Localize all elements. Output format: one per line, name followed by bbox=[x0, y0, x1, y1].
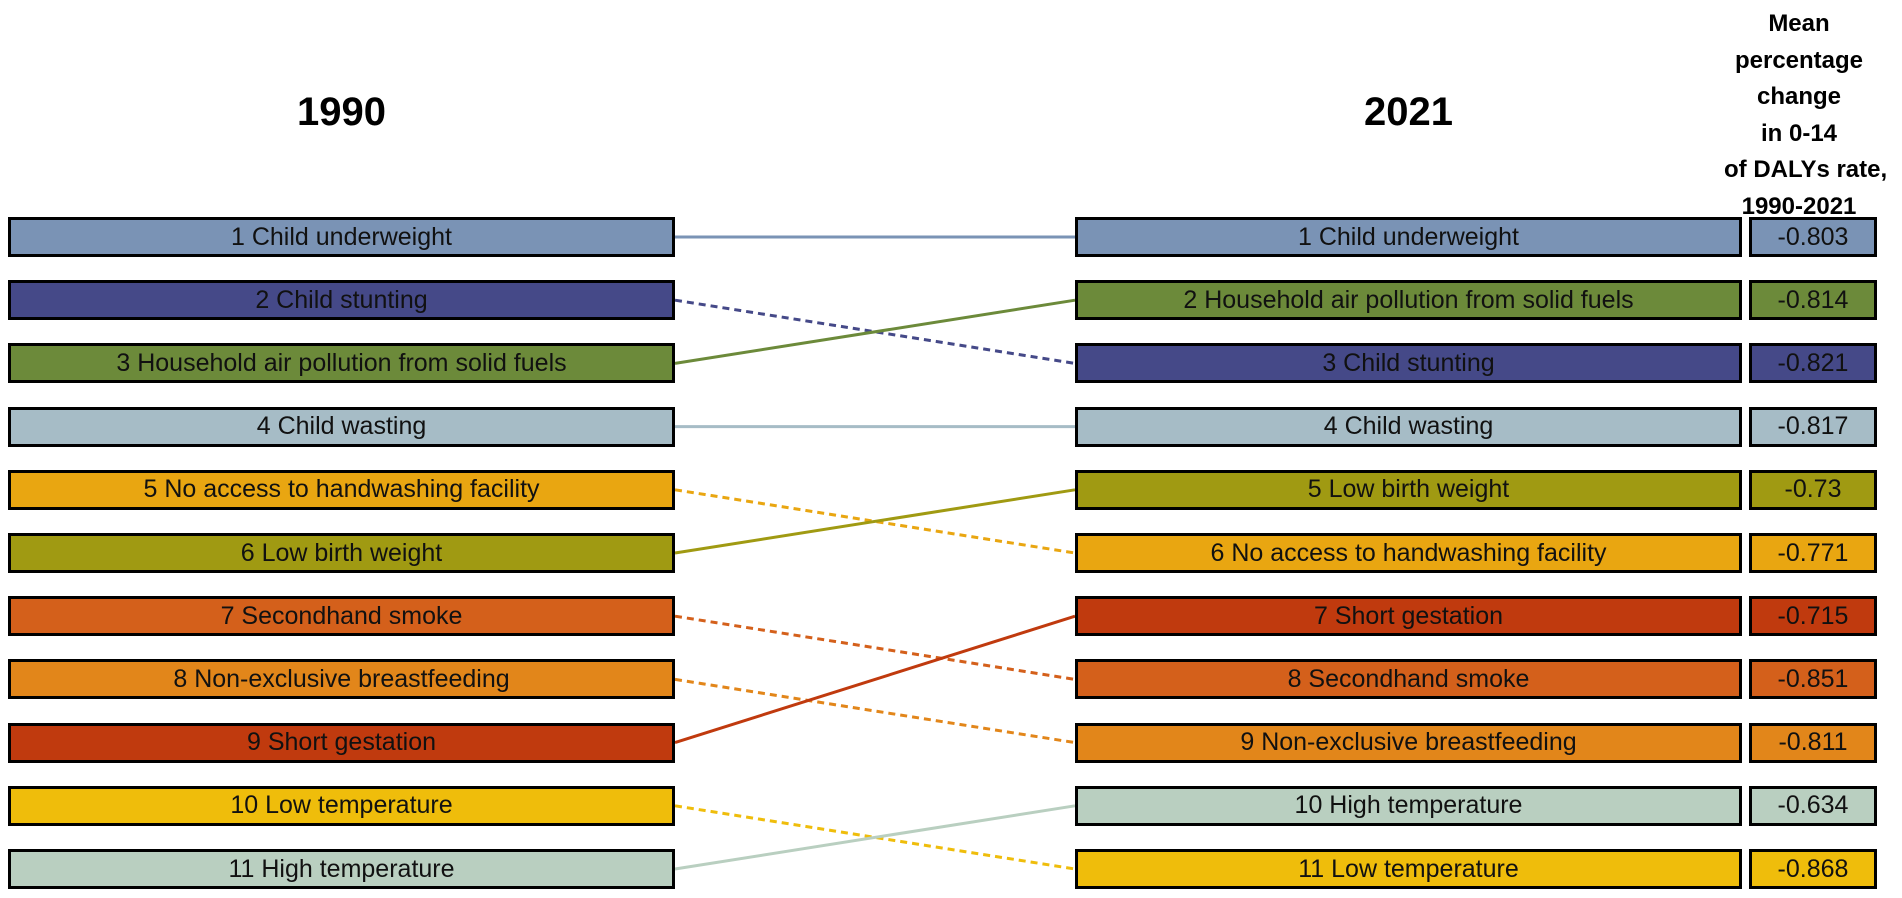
rank-1990-box-label: 1 Child underweight bbox=[231, 222, 452, 251]
rank-2021-box-label: 11 Low temperature bbox=[1298, 854, 1519, 883]
rank-1990-box: 9 Short gestation bbox=[8, 722, 675, 763]
change-column-header: Mean percentage change in 0-14 of DALYs … bbox=[1724, 6, 1888, 225]
change-value-box-label: -0.821 bbox=[1777, 348, 1849, 377]
rank-1990-box-label: 2 Child stunting bbox=[255, 285, 428, 314]
rank-2021-box: 6 No access to handwashing facility bbox=[1075, 533, 1742, 573]
change-value-box: -0.73 bbox=[1749, 469, 1877, 510]
rank-1990-box: 4 Child wasting bbox=[8, 406, 675, 447]
rank-2021-box: 3 Child stunting bbox=[1075, 343, 1742, 384]
rank-1990-box-label: 4 Child wasting bbox=[256, 412, 427, 441]
rank-2021-box: 7 Short gestation bbox=[1075, 596, 1742, 637]
rank-1990-box: 3 Household air pollution from solid fue… bbox=[8, 343, 675, 384]
rank-2021-box: 1 Child underweight bbox=[1075, 217, 1742, 257]
rank-1990-box-label: 9 Short gestation bbox=[246, 728, 436, 757]
change-value-box: -0.868 bbox=[1749, 849, 1877, 889]
rank-2021-box-label: 2 Household air pollution from solid fue… bbox=[1183, 285, 1634, 314]
change-value-box: -0.821 bbox=[1749, 343, 1877, 384]
rank-2021-box: 11 Low temperature bbox=[1075, 849, 1742, 889]
rank-connector-line bbox=[674, 614, 1076, 681]
change-value-box-label: -0.803 bbox=[1777, 222, 1849, 251]
rank-1990-box-label: 8 Non-exclusive breastfeeding bbox=[173, 664, 510, 693]
rank-2021-box: 4 Child wasting bbox=[1075, 406, 1742, 447]
rank-1990-box-label: 11 High temperature bbox=[228, 854, 455, 883]
change-value-box: -0.814 bbox=[1749, 280, 1877, 321]
rank-connector-line bbox=[674, 804, 1076, 871]
change-value-box: -0.715 bbox=[1749, 596, 1877, 637]
change-value-box: -0.817 bbox=[1749, 406, 1877, 447]
change-value-box-label: -0.817 bbox=[1777, 412, 1849, 441]
rank-2021-box: 9 Non-exclusive breastfeeding bbox=[1075, 722, 1742, 763]
rank-connector-line bbox=[674, 488, 1076, 555]
rank-2021-box-label: 1 Child underweight bbox=[1298, 222, 1519, 251]
rank-2021-box-label: 9 Non-exclusive breastfeeding bbox=[1240, 728, 1577, 757]
change-value-box: -0.811 bbox=[1749, 722, 1877, 763]
change-value-box: -0.771 bbox=[1749, 533, 1877, 573]
change-value-box-label: -0.868 bbox=[1777, 854, 1849, 883]
rank-2021-box: 10 High temperature bbox=[1075, 785, 1742, 826]
change-value-box-label: -0.814 bbox=[1777, 285, 1849, 314]
change-value-box: -0.634 bbox=[1749, 785, 1877, 826]
change-header-line: Mean bbox=[1768, 10, 1830, 37]
rank-2021-box-label: 5 Low birth weight bbox=[1307, 475, 1510, 504]
change-value-box-label: -0.715 bbox=[1777, 601, 1849, 630]
change-header-line: of DALYs rate, bbox=[1724, 156, 1888, 183]
change-header-line: in 0-14 bbox=[1760, 119, 1838, 147]
change-value-box-label: -0.811 bbox=[1778, 728, 1848, 757]
rank-connector-line bbox=[674, 804, 1076, 871]
rank-1990-box-label: 3 Household air pollution from solid fue… bbox=[116, 348, 567, 377]
rank-1990-box-label: 10 Low temperature bbox=[230, 791, 453, 820]
rank-connector-line bbox=[674, 614, 1076, 745]
rank-1990-box: 7 Secondhand smoke bbox=[8, 596, 675, 637]
rank-connector-line bbox=[674, 298, 1076, 365]
year-1990-header: 1990 bbox=[297, 90, 386, 134]
rank-1990-box-label: 5 No access to handwashing facility bbox=[143, 475, 540, 504]
rank-connector-line bbox=[674, 677, 1076, 745]
year-2021-header: 2021 bbox=[1364, 90, 1453, 134]
change-value-box-label: -0.771 bbox=[1777, 538, 1849, 567]
rank-1990-box: 11 High temperature bbox=[8, 849, 675, 889]
rank-1990-box-label: 7 Secondhand smoke bbox=[220, 601, 463, 630]
rank-2021-box-label: 3 Child stunting bbox=[1322, 348, 1495, 377]
change-header-line: 1990-2021 bbox=[1741, 192, 1857, 220]
rank-2021-box: 8 Secondhand smoke bbox=[1075, 659, 1742, 700]
rank-2021-box-label: 7 Short gestation bbox=[1313, 601, 1503, 630]
rank-2021-box: 5 Low birth weight bbox=[1075, 469, 1742, 510]
change-value-box: -0.803 bbox=[1749, 217, 1877, 257]
rank-1990-box: 10 Low temperature bbox=[8, 785, 675, 826]
rank-1990-box: 2 Child stunting bbox=[8, 280, 675, 321]
rank-1990-box: 1 Child underweight bbox=[8, 217, 675, 257]
rank-connector-line bbox=[674, 298, 1076, 365]
change-value-box-label: -0.634 bbox=[1777, 791, 1849, 820]
rank-2021-box-label: 4 Child wasting bbox=[1323, 412, 1494, 441]
rank-2021-box: 2 Household air pollution from solid fue… bbox=[1075, 280, 1742, 321]
change-value-box-label: -0.851 bbox=[1777, 664, 1849, 693]
rank-2021-box-label: 8 Secondhand smoke bbox=[1287, 664, 1530, 693]
rank-1990-box: 8 Non-exclusive breastfeeding bbox=[8, 659, 675, 700]
rank-2021-box-label: 6 No access to handwashing facility bbox=[1210, 538, 1607, 567]
rank-connector-line bbox=[674, 488, 1076, 555]
rank-2021-box-label: 10 High temperature bbox=[1294, 791, 1523, 820]
change-value-box: -0.851 bbox=[1749, 659, 1877, 700]
change-header-line: percentage bbox=[1734, 46, 1864, 74]
change-header-line: change bbox=[1756, 83, 1842, 110]
change-value-box-label: -0.73 bbox=[1784, 475, 1842, 504]
rank-1990-box: 6 Low birth weight bbox=[8, 533, 675, 573]
rank-1990-box-label: 6 Low birth weight bbox=[240, 538, 443, 567]
rank-1990-box: 5 No access to handwashing facility bbox=[8, 469, 675, 510]
